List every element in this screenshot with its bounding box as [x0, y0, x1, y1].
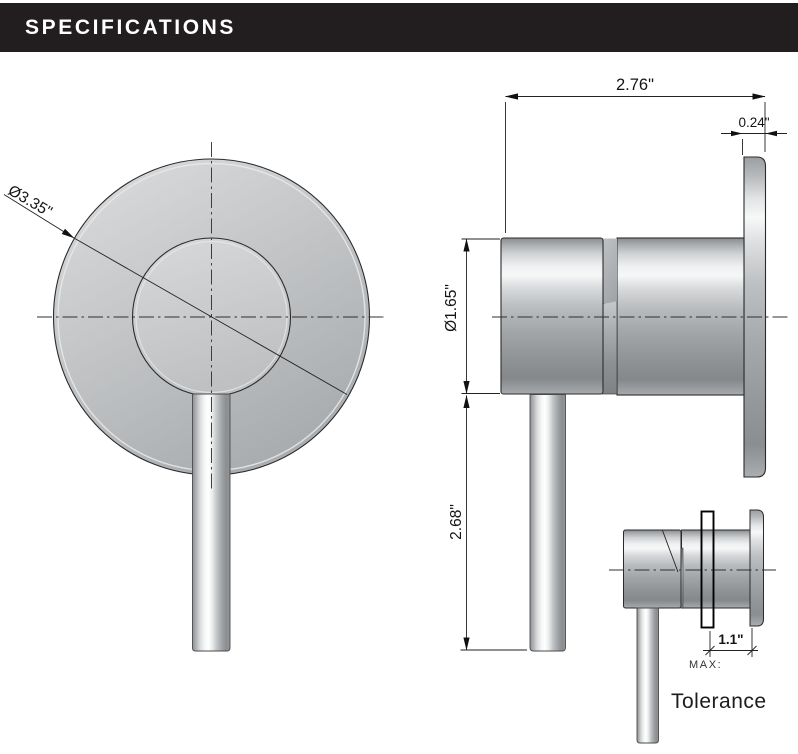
header-bar: SPECIFICATIONS [0, 3, 798, 52]
detail-transition-edge [662, 530, 679, 573]
detail-view [609, 509, 776, 744]
side-view [460, 93, 788, 652]
dimension-body-diameter [461, 238, 500, 394]
wall-range-label: 1.1" [718, 632, 744, 647]
page-title: SPECIFICATIONS [25, 15, 237, 39]
handle-stem-front [192, 393, 231, 652]
dimension-wall-range [703, 628, 758, 657]
tolerance-box [700, 510, 715, 629]
detail-valve-body [681, 529, 751, 609]
handle-stem-side [529, 394, 566, 652]
handle-length-label: 2.68" [448, 504, 465, 540]
handle-base-side [500, 237, 604, 395]
valve-body [616, 237, 745, 396]
detail-handle-stem [636, 607, 659, 744]
body-diameter-label: Ø1.65" [443, 284, 460, 332]
flange-thickness-label: 0.24" [738, 115, 770, 130]
tolerance-label: Tolerance [671, 690, 767, 713]
dimension-flange-thickness [721, 130, 787, 155]
front-view [3, 142, 384, 652]
detail-handle-base [623, 529, 682, 609]
diameter-leader-line [3, 194, 348, 395]
dimension-depth [505, 93, 766, 233]
depth-dimension-label: 2.76" [616, 76, 654, 94]
detail-wall-flange [749, 509, 764, 627]
max-label: MAX: [689, 659, 723, 671]
dimension-handle-length [460, 395, 527, 651]
